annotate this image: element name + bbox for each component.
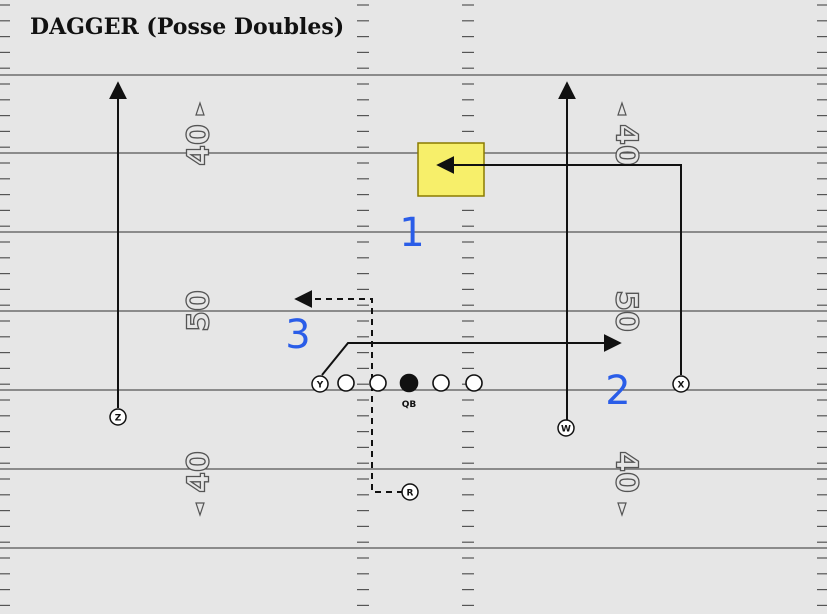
hash-marks	[0, 4, 827, 607]
read-annotation-2: 2	[605, 368, 630, 414]
yard-lines	[0, 74, 827, 549]
read-annotation-3: 3	[285, 312, 310, 358]
yard-number-left-mid: 50	[181, 289, 217, 332]
route-y-crosser	[321, 334, 622, 376]
offensive-line	[337, 373, 483, 393]
lineman-left-guard	[369, 374, 387, 392]
yard-number-left-bottom: 40	[181, 450, 217, 493]
svg-text:R: R	[407, 489, 414, 499]
player-w: W	[557, 419, 575, 437]
direction-arrow-left-top	[195, 101, 205, 116]
lineman-right-guard	[432, 374, 450, 392]
svg-text:Z: Z	[115, 414, 122, 424]
svg-text:50: 50	[182, 290, 217, 332]
lineman-left-tackle	[337, 374, 355, 392]
svg-text:X: X	[678, 381, 685, 391]
yard-number-right-mid: 50	[608, 289, 644, 332]
svg-text:50: 50	[609, 290, 644, 332]
read-annotation-1: 1	[399, 210, 424, 256]
direction-arrow-right-bottom	[617, 502, 627, 517]
svg-text:40: 40	[182, 124, 217, 166]
direction-arrow-right-top	[617, 101, 627, 116]
play-title: DAGGER (Posse Doubles)	[30, 14, 349, 40]
svg-text:W: W	[561, 425, 571, 435]
route-x-dig	[436, 156, 682, 375]
player-qb-label: QB	[402, 400, 417, 410]
target-zone	[417, 142, 485, 197]
svg-text:40: 40	[609, 124, 644, 166]
center	[399, 373, 419, 393]
svg-text:40: 40	[609, 451, 644, 493]
player-z: Z	[109, 408, 127, 426]
yard-number-right-top: 40	[608, 123, 644, 166]
player-y: Y	[311, 375, 329, 393]
route-r-checkdown	[294, 290, 403, 493]
svg-text:Y: Y	[316, 381, 324, 391]
player-x: X	[672, 375, 690, 393]
player-r: R	[401, 483, 419, 501]
lineman-right-tackle	[465, 374, 483, 392]
svg-text:40: 40	[182, 451, 217, 493]
direction-arrow-left-bottom	[195, 502, 205, 517]
yard-number-left-top: 40	[181, 123, 217, 166]
yard-number-right-bottom: 40	[608, 450, 644, 493]
